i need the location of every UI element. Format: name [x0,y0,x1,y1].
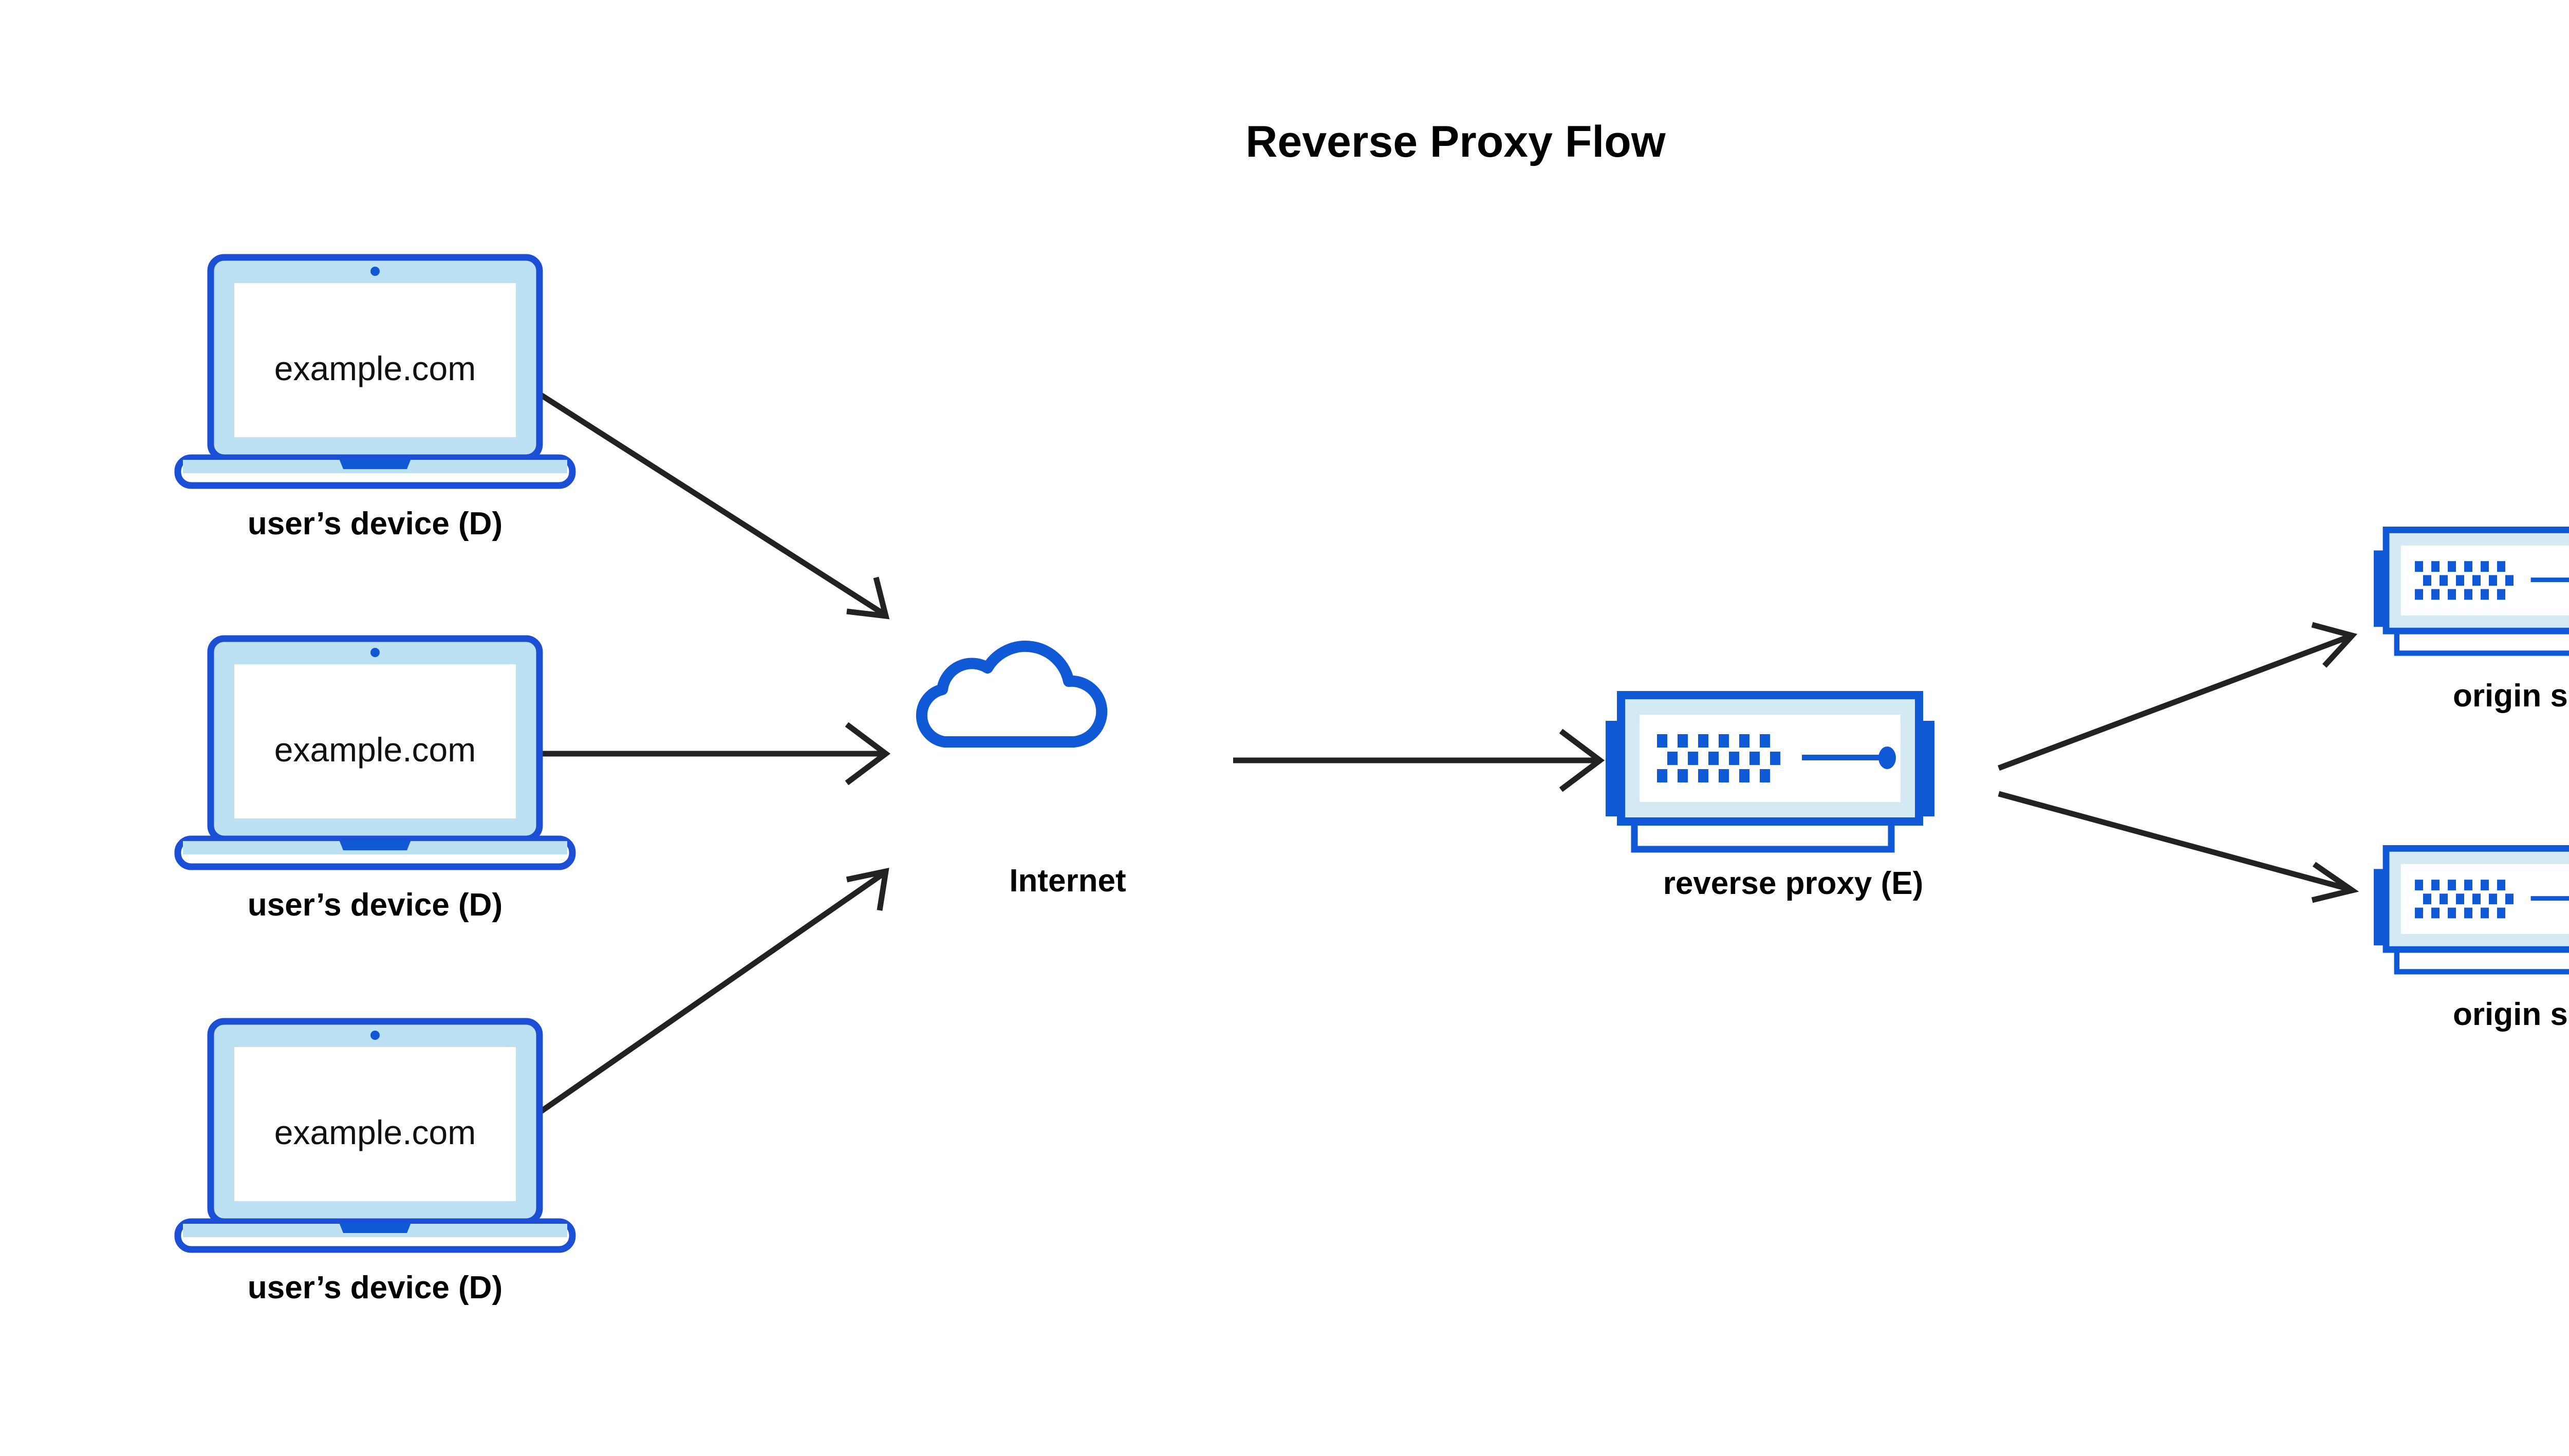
node-client-1[interactable]: example.com user’s device (D) [178,257,572,542]
cloud-icon [922,646,1102,742]
node-origin-1[interactable]: origin server (F) [2374,530,2569,714]
node-client-2[interactable]: example.com user’s device (D) [178,639,572,923]
node-origin-2[interactable]: origin server (F) [2374,848,2569,1032]
client-label: user’s device (D) [248,887,502,923]
node-client-3[interactable]: example.com user’s device (D) [178,1021,572,1305]
edge-proxy-to-origin2 [1998,791,2359,903]
edge-internet-to-proxy [1233,729,1605,792]
internet-label: Internet [1009,863,1126,899]
edges-layer [512,375,2359,1133]
origin-server-label: origin server (F) [2453,678,2569,714]
edge-client3-to-internet [512,867,889,1133]
client-label: user’s device (D) [248,1270,502,1305]
node-internet[interactable]: Internet [922,646,1126,899]
reverse-proxy-label: reverse proxy (E) [1663,866,1924,901]
client-screen-text: example.com [274,731,476,769]
server-icon [1606,695,1934,849]
client-label: user’s device (D) [248,506,502,542]
server-icon [2374,848,2569,972]
client-screen-text: example.com [274,349,476,387]
edge-proxy-to-origin1 [1998,622,2358,771]
client-screen-text: example.com [274,1113,476,1151]
node-reverse-proxy[interactable]: reverse proxy (E) [1606,695,1934,901]
server-icon [2374,530,2569,653]
origin-server-label: origin server (F) [2453,997,2569,1032]
edge-client2-to-internet [514,722,891,786]
page-title: Reverse Proxy Flow [1245,117,1666,166]
edge-client1-to-internet [512,375,890,620]
